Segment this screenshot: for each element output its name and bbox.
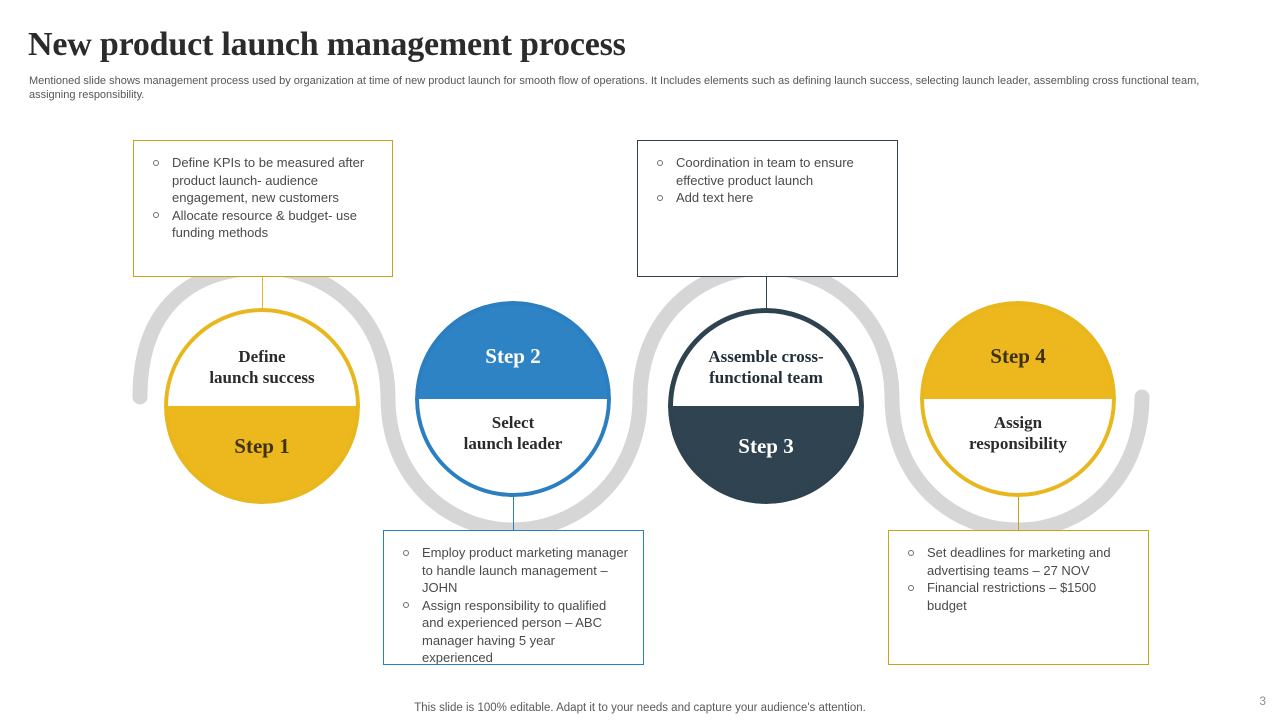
info-box-step-3[interactable]: Coordination in team to ensure effective… — [637, 140, 898, 277]
process-node-step-4[interactable]: Step 4 Assign responsibility — [920, 301, 1116, 497]
process-node-step-3[interactable]: Assemble cross- functional team Step 3 — [668, 308, 864, 504]
node-description-line2: functional team — [709, 368, 823, 387]
page-subtitle: Mentioned slide shows management process… — [29, 75, 1200, 101]
list-item: Set deadlines for marketing and advertis… — [905, 544, 1134, 579]
node-description-line2: launch leader — [463, 434, 563, 453]
list-item: Allocate resource & budget- use funding … — [150, 207, 378, 242]
connector-node4-box4 — [1018, 497, 1019, 530]
node-description-line1: Assemble cross- — [708, 347, 824, 366]
node-description: Assign responsibility — [926, 412, 1110, 454]
circle-bullet-icon — [153, 159, 159, 166]
info-box-step-2[interactable]: Employ product marketing manager to hand… — [383, 530, 644, 665]
list-item-text: Set deadlines for marketing and advertis… — [927, 545, 1111, 578]
node-description-line2: responsibility — [969, 434, 1067, 453]
page-number: 3 — [1259, 694, 1266, 708]
process-node-step-1[interactable]: Define launch success Step 1 — [164, 308, 360, 504]
info-box-step-1[interactable]: Define KPIs to be measured after product… — [133, 140, 393, 277]
circle-bullet-icon — [908, 584, 914, 591]
node-description-line1: Define — [238, 347, 286, 366]
node-step-label: Step 1 — [234, 434, 290, 458]
node-description: Assemble cross- functional team — [674, 346, 858, 388]
circle-bullet-icon — [403, 549, 409, 556]
list-item: Employ product marketing manager to hand… — [400, 544, 629, 597]
list-item: Coordination in team to ensure effective… — [654, 154, 883, 189]
node-description-line1: Assign — [993, 413, 1043, 432]
info-box-step-4[interactable]: Set deadlines for marketing and advertis… — [888, 530, 1149, 665]
list-item: Define KPIs to be measured after product… — [150, 154, 378, 207]
info-box-list: Coordination in team to ensure effective… — [654, 154, 883, 207]
info-box-list: Set deadlines for marketing and advertis… — [905, 544, 1134, 614]
list-item-text: Allocate resource & budget- use funding … — [172, 207, 357, 241]
circle-bullet-icon — [908, 549, 914, 556]
info-box-list: Define KPIs to be measured after product… — [150, 154, 378, 242]
footer-note: This slide is 100% editable. Adapt it to… — [414, 702, 866, 714]
info-box-list: Employ product marketing manager to hand… — [400, 544, 629, 667]
circle-bullet-icon — [403, 602, 409, 608]
circle-bullet-icon — [657, 194, 663, 201]
list-item-text: Employ product marketing manager to hand… — [422, 545, 628, 595]
node-description: Define launch success — [170, 346, 354, 388]
list-item-text: Define KPIs to be measured after product… — [172, 155, 365, 205]
list-item-text: Coordination in team to ensure effective… — [676, 155, 854, 188]
node-description-line1: Select — [491, 413, 535, 432]
circle-bullet-icon — [657, 159, 663, 166]
list-item: Add text here — [654, 189, 883, 207]
node-step-label: Step 3 — [738, 434, 794, 458]
connector-box1-node1 — [262, 277, 263, 312]
node-description: Select launch leader — [421, 412, 605, 454]
list-item-text: Assign responsibility to qualified and e… — [422, 597, 607, 666]
list-item: Assign responsibility to qualified and e… — [400, 597, 629, 667]
connector-node2-box3 — [513, 497, 514, 530]
list-item: Financial restrictions – $1500 budget — [905, 579, 1134, 614]
node-step-label: Step 4 — [990, 344, 1046, 368]
connector-box2-node3 — [766, 277, 767, 312]
node-step-label: Step 2 — [485, 344, 541, 368]
circle-bullet-icon — [153, 212, 159, 218]
list-item-text: Financial restrictions – $1500 budget — [927, 580, 1097, 613]
process-node-step-2[interactable]: Step 2 Select launch leader — [415, 301, 611, 497]
page-title: New product launch management process — [28, 26, 626, 63]
node-description-line2: launch success — [209, 368, 315, 387]
list-item-text: Add text here — [676, 190, 754, 205]
